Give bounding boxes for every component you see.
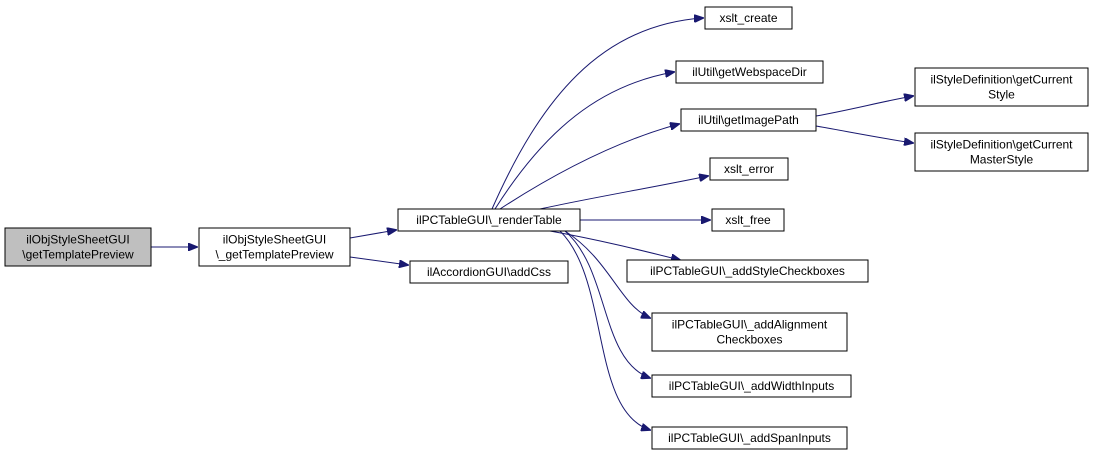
node-label: ilObjStyleSheetGUI [26, 233, 129, 247]
node-label: ilPCTableGUI\_addStyleCheckboxes [650, 264, 845, 278]
node-box [626, 259, 869, 283]
node-label: ilObjStyleSheetGUI [223, 233, 326, 247]
node-n2[interactable]: ilPCTableGUI\_renderTable [397, 208, 581, 232]
node-label: ilPCTableGUI\_addSpanInputs [668, 431, 831, 445]
node-label: xslt_create [719, 11, 777, 25]
node-box [914, 132, 1089, 172]
node-box [680, 108, 817, 132]
node-n12[interactable]: ilPCTableGUI\_addSpanInputs [651, 426, 848, 450]
node-box [914, 67, 1089, 107]
node-label: xslt_free [725, 213, 771, 227]
node-label: ilUtil\getWebspaceDir [692, 65, 807, 79]
node-label: ilPCTableGUI\_addAlignment [672, 318, 828, 332]
node-label: ilPCTableGUI\_addWidthInputs [669, 379, 834, 393]
node-label: ilStyleDefinition\getCurrent [930, 138, 1073, 152]
node-box [4, 227, 152, 267]
edge-n2-n7 [539, 176, 708, 210]
node-n3[interactable]: ilAccordionGUI\addCss [409, 260, 569, 284]
node-box [675, 60, 824, 84]
edge-n2-n12 [559, 230, 650, 430]
edge-n2-n5 [494, 72, 674, 210]
edge-n2-n10 [564, 230, 650, 318]
node-n5[interactable]: ilUtil\getWebspaceDir [675, 60, 824, 84]
node-n7[interactable]: xslt_error [709, 157, 789, 181]
node-label: xslt_error [724, 162, 774, 176]
node-label: \getTemplatePreview [22, 248, 134, 262]
node-label: Checkboxes [716, 333, 782, 347]
edge-n6-n14 [815, 125, 913, 143]
node-box [651, 426, 848, 450]
node-box [704, 6, 793, 30]
edge-n2-n6 [499, 124, 679, 210]
edge-n1-n2 [349, 230, 396, 239]
node-box [651, 374, 852, 398]
edge-n6-n13 [815, 96, 913, 117]
node-label: MasterStyle [970, 153, 1034, 167]
node-box [651, 312, 848, 352]
node-box [711, 208, 785, 232]
edge-n2-n4 [491, 18, 703, 210]
node-n6[interactable]: ilUtil\getImagePath [680, 108, 817, 132]
edge-n2-n11 [564, 230, 650, 378]
edge-n2-n9 [549, 230, 680, 260]
node-box [397, 208, 581, 232]
node-label: ilStyleDefinition\getCurrent [930, 73, 1073, 87]
node-n9[interactable]: ilPCTableGUI\_addStyleCheckboxes [626, 259, 869, 283]
node-n4[interactable]: xslt_create [704, 6, 793, 30]
node-box [409, 260, 569, 284]
node-label: ilAccordionGUI\addCss [427, 265, 551, 279]
node-label: Style [988, 88, 1015, 102]
node-n0[interactable]: ilObjStyleSheetGUI\getTemplatePreview [4, 227, 152, 267]
node-label: ilUtil\getImagePath [698, 113, 799, 127]
node-n11[interactable]: ilPCTableGUI\_addWidthInputs [651, 374, 852, 398]
node-label: \_getTemplatePreview [215, 248, 333, 262]
node-n8[interactable]: xslt_free [711, 208, 785, 232]
node-label: ilPCTableGUI\_renderTable [416, 213, 562, 227]
node-box [709, 157, 789, 181]
node-box [198, 227, 351, 267]
node-n1[interactable]: ilObjStyleSheetGUI\_getTemplatePreview [198, 227, 351, 267]
edge-n1-n3 [349, 256, 408, 265]
